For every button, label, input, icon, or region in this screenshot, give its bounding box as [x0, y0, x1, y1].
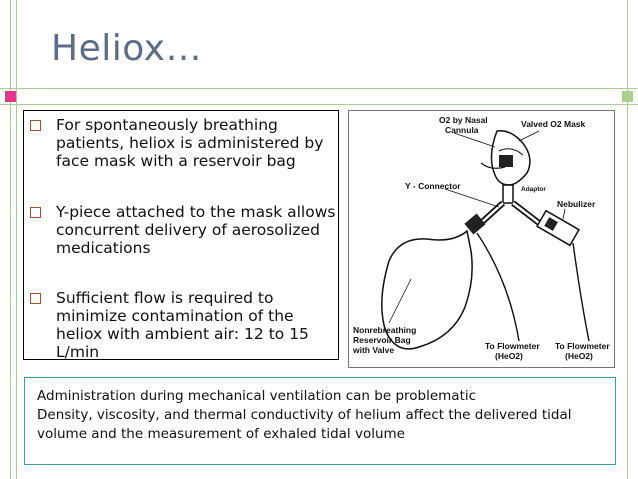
tubing-left: [476, 232, 520, 342]
left-coupling: [464, 213, 486, 235]
heliox-mask-diagram: O2 by Nasal Cannula Valved O2 Mask Y - C…: [348, 110, 615, 368]
frame-horizontal-line-1: [0, 88, 638, 89]
frame-vertical-line-3: [627, 0, 628, 479]
mask-strap: [498, 148, 524, 156]
bullet-item: Sufficient flow is required to minimize …: [30, 289, 336, 361]
reservoir-bag-shape: [381, 229, 473, 350]
bullet-text: For spontaneously breathing patients, he…: [56, 116, 324, 170]
note-line: Density, viscosity, and thermal conducti…: [37, 407, 572, 423]
accent-square-pink: [5, 91, 16, 102]
diagram-drawing: O2 by Nasal Cannula Valved O2 Mask Y - C…: [352, 115, 610, 361]
nebulizer-shape: [536, 209, 580, 247]
label-y-connector: Y - Connector: [405, 181, 461, 191]
bullet-text: Sufficient flow is required to minimize …: [56, 289, 309, 361]
label-bag-2: Reservoir Bag: [353, 335, 411, 345]
bullet-item: For spontaneously breathing patients, he…: [30, 116, 336, 170]
label-flowmeter-2: To Flowmeter: [555, 341, 610, 351]
mask-valve: [499, 155, 513, 167]
note-box: Administration during mechanical ventila…: [24, 377, 616, 465]
note-line: volume and the measurement of exhaled ti…: [37, 426, 405, 442]
label-cannula: Cannula: [445, 125, 479, 135]
adaptor-tube: [502, 184, 514, 204]
frame-horizontal-line-2: [0, 104, 638, 105]
frame-vertical-line-2: [16, 0, 17, 479]
bullet-text: Y-piece attached to the mask allows conc…: [56, 203, 336, 257]
square-bullet-icon: [30, 207, 41, 218]
face-mask-shape: [490, 129, 531, 186]
bullet-item: Y-piece attached to the mask allows conc…: [30, 203, 336, 257]
bullet-list-box: For spontaneously breathing patients, he…: [23, 110, 339, 361]
label-o2-nasal: O2 by Nasal: [439, 115, 488, 125]
label-flowmeter-1-gas: (HeO2): [495, 351, 523, 361]
square-bullet-icon: [30, 120, 41, 131]
label-flowmeter-2-gas: (HeO2): [565, 351, 593, 361]
tubing-right: [572, 242, 590, 342]
label-adaptor: Adaptor: [521, 186, 546, 193]
frame-vertical-line-1: [10, 0, 11, 479]
slide-title: Heliox…: [51, 28, 202, 69]
y-connector-shape: [478, 200, 541, 226]
label-bag-1: Nonrebreathing: [353, 325, 416, 335]
label-nebulizer: Nebulizer: [557, 199, 596, 209]
label-valved-mask: Valved O2 Mask: [521, 119, 586, 129]
label-bag-3: with Valve: [352, 345, 394, 355]
note-line: Administration during mechanical ventila…: [37, 388, 477, 404]
accent-square-green: [622, 91, 633, 102]
cannula-line: [480, 162, 506, 169]
square-bullet-icon: [30, 293, 41, 304]
label-flowmeter-1: To Flowmeter: [485, 341, 540, 351]
